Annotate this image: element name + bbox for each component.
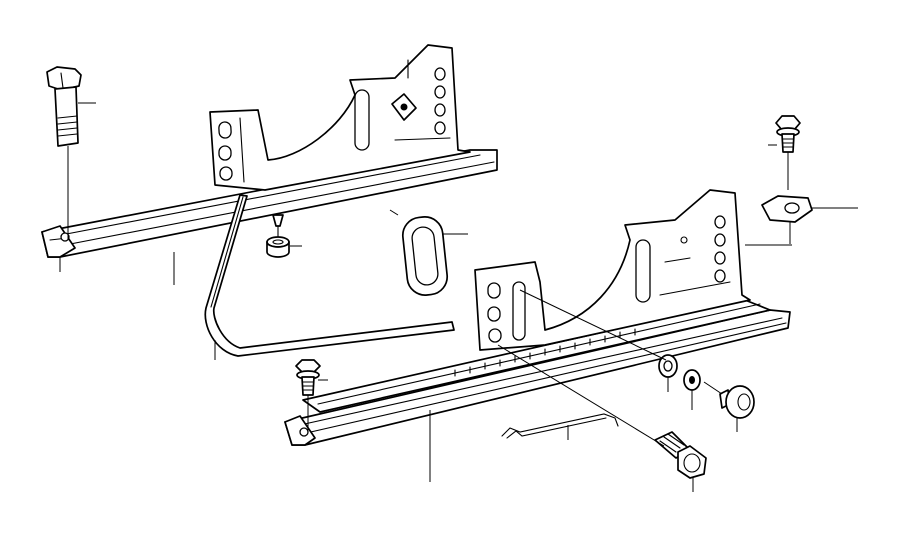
hex-bolt-bottom	[654, 431, 707, 492]
knob-screw	[719, 385, 755, 432]
slot-bushing	[389, 209, 468, 296]
left-seat-rail	[41, 149, 498, 258]
hex-bolt-long	[46, 66, 96, 240]
washer-1	[658, 354, 678, 392]
connecting-tube	[204, 194, 455, 357]
flange-bolt-top-right	[768, 115, 801, 190]
bushing	[266, 236, 302, 258]
spring-pin	[272, 214, 284, 239]
tapped-plate	[761, 195, 858, 244]
left-seat-bracket	[209, 44, 471, 191]
flange-bolt-left	[295, 359, 328, 430]
assembly-guide-lines	[59, 244, 792, 447]
washer-2	[683, 369, 701, 410]
right-seat-bracket	[474, 189, 751, 351]
wire-spring	[501, 413, 619, 440]
right-seat-rail	[284, 299, 791, 482]
